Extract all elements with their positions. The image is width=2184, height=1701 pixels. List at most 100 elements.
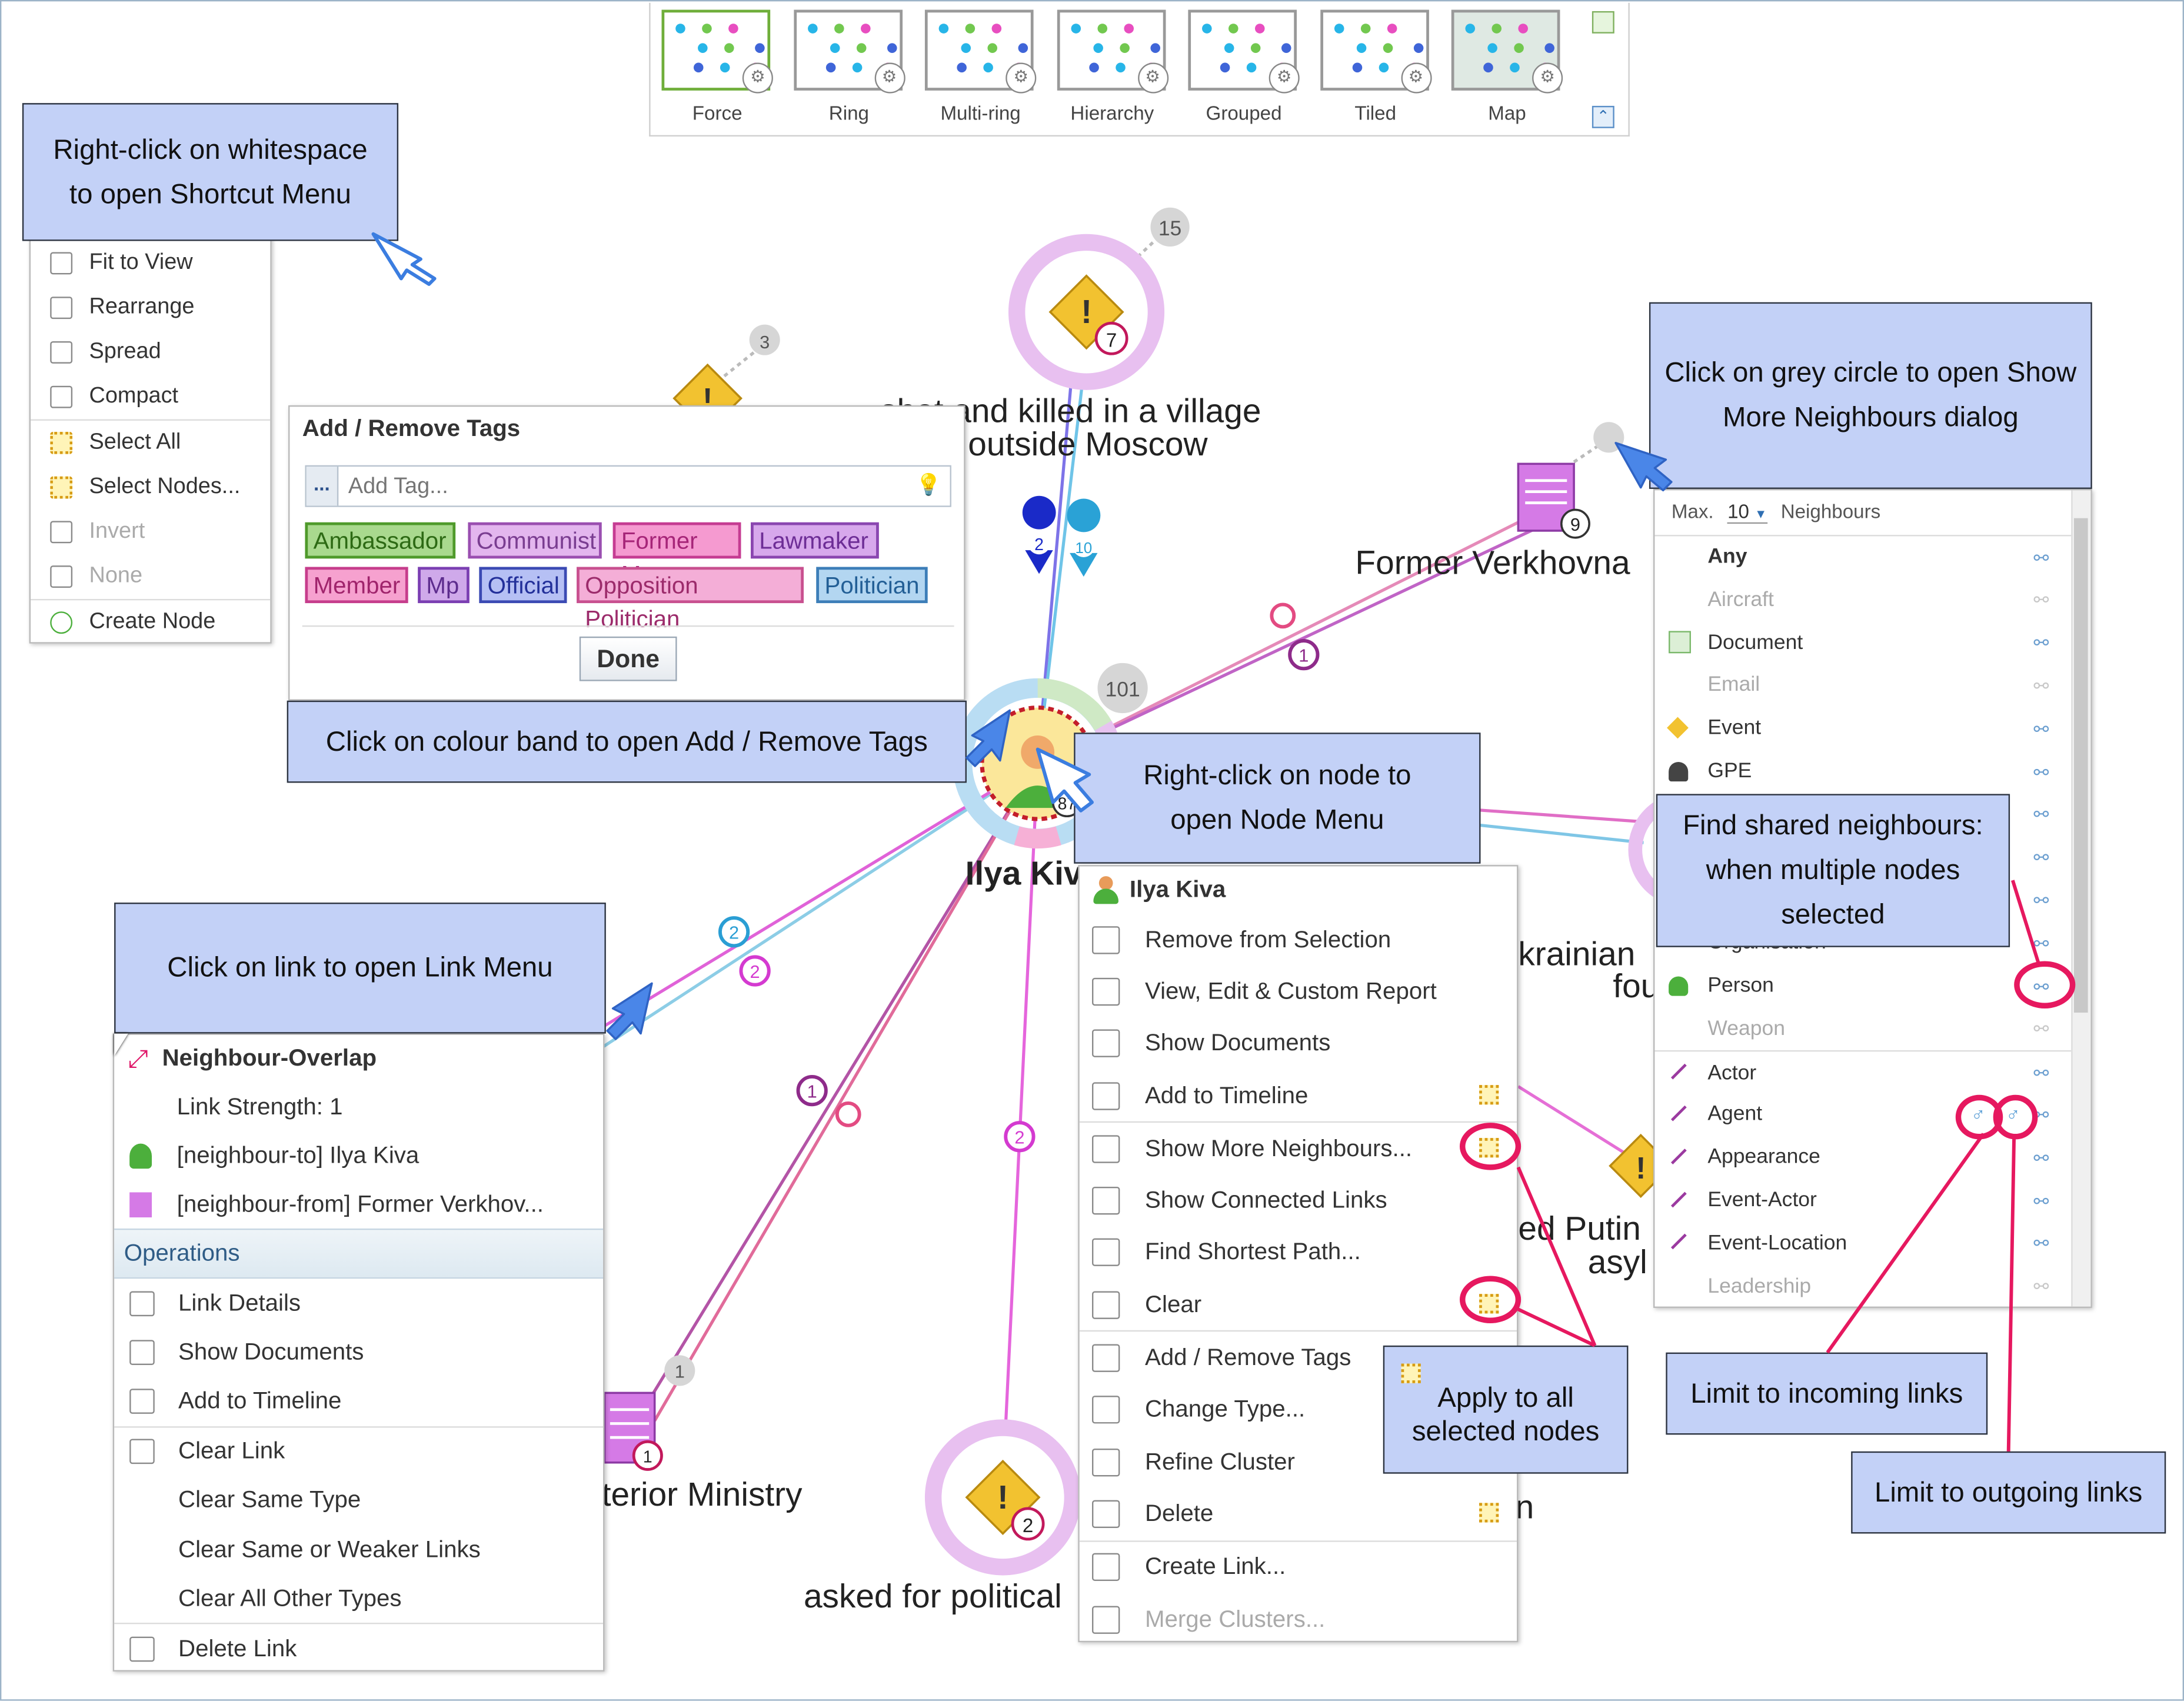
node-menu-item-view-edit-custom-report[interactable]: View, Edit & Custom Report xyxy=(1080,966,1517,1017)
shortcut-item-spread[interactable]: Spread xyxy=(31,330,270,375)
graph-link[interactable] xyxy=(653,762,1039,1422)
link-marker[interactable] xyxy=(718,916,750,948)
layout-option-force[interactable]: ⚙Force xyxy=(661,9,773,124)
add-tag-input[interactable] xyxy=(345,471,908,504)
show-more-neighbours-circle[interactable] xyxy=(749,324,780,355)
shortcut-item-rearrange[interactable]: Rearrange xyxy=(31,285,270,330)
link-menu-item-clear-all-other-types[interactable]: Clear All Other Types xyxy=(114,1574,603,1623)
event-node-top[interactable]: ! 7 xyxy=(1008,234,1165,390)
graph-link[interactable] xyxy=(1517,1085,1631,1158)
tag-chip[interactable]: Communist xyxy=(468,522,602,559)
neighbour-type-row[interactable]: GPE⚯ xyxy=(1654,750,2075,793)
settings-gear-icon[interactable]: ⚙ xyxy=(1006,62,1037,94)
node-menu-item-show-documents[interactable]: Show Documents xyxy=(1080,1018,1517,1070)
link-menu-item-clear-link[interactable]: Clear Link xyxy=(114,1426,604,1476)
neighbour-type-row[interactable]: Appearance⚯ xyxy=(1654,1136,2075,1179)
node-menu-item-show-more-neighbours[interactable]: Show More Neighbours... xyxy=(1079,1121,1517,1175)
settings-gear-icon[interactable]: ⚙ xyxy=(1400,62,1431,94)
graph-link[interactable] xyxy=(639,762,1039,1415)
link-menu-item-show-documents[interactable]: Show Documents xyxy=(114,1328,603,1377)
settings-gear-icon[interactable]: ⚙ xyxy=(1532,62,1563,94)
node-menu-item-clear[interactable]: Clear xyxy=(1080,1279,1517,1330)
max-select[interactable]: 10 ▼ xyxy=(1727,500,1767,524)
tag-chip[interactable]: Ambassador xyxy=(305,522,456,559)
graph-link[interactable] xyxy=(584,762,1039,1039)
neighbour-type-row[interactable]: ⚯ xyxy=(1654,835,2075,878)
neighbour-expand-icon[interactable]: ⚯ xyxy=(2033,761,2049,783)
tag-chip[interactable]: Member xyxy=(305,567,408,604)
layout-option-grouped[interactable]: ⚙Grouped xyxy=(1188,9,1300,124)
neighbour-expand-icon[interactable]: ⚯ xyxy=(2033,547,2049,568)
tag-chip[interactable]: Former Mp xyxy=(612,522,741,588)
neighbour-type-row[interactable]: Any⚯ xyxy=(1654,535,2075,578)
node-menu-item-find-shortest-path[interactable]: Find Shortest Path... xyxy=(1080,1227,1517,1279)
neighbour-expand-icon[interactable]: ⚯ xyxy=(2033,847,2049,868)
graph-link[interactable] xyxy=(723,347,760,378)
link-menu-item-clear-same-or-weaker-links[interactable]: Clear Same or Weaker Links xyxy=(114,1525,603,1574)
link-menu-item-add-to-timeline[interactable]: Add to Timeline xyxy=(114,1377,603,1426)
neighbour-type-row[interactable]: Event-Location⚯ xyxy=(1654,1221,2075,1264)
event-node-bottom[interactable]: ! 2 xyxy=(924,1419,1081,1576)
apply-to-all-selected-icon[interactable] xyxy=(1479,1503,1499,1523)
neighbour-type-row[interactable]: Person⚯ xyxy=(1654,964,2075,1007)
building-node-ministry[interactable]: 1 xyxy=(603,1392,663,1471)
show-more-neighbours-circle[interactable] xyxy=(664,1355,695,1386)
neighbour-type-row[interactable]: Document⚯ xyxy=(1654,621,2075,664)
link-marker[interactable] xyxy=(1004,1121,1036,1153)
neighbour-expand-icon[interactable]: ⚯ xyxy=(2033,1018,2049,1040)
scrollbar-thumb[interactable] xyxy=(2073,518,2088,1013)
link-marker[interactable] xyxy=(1288,639,1320,671)
neighbour-type-row[interactable]: Event⚯ xyxy=(1654,707,2075,750)
neighbour-expand-icon[interactable]: ⚯ xyxy=(2033,718,2049,740)
graph-link[interactable] xyxy=(1037,521,1550,765)
link-pin[interactable]: 2 xyxy=(1022,495,1056,574)
node-menu-item-add-remove-tags[interactable]: Add / Remove Tags xyxy=(1079,1330,1517,1384)
layout-option-tiled[interactable]: ⚙Tiled xyxy=(1320,9,1431,124)
link-marker[interactable] xyxy=(739,955,771,987)
neighbour-expand-icon[interactable]: ⚯ xyxy=(2033,675,2049,697)
link-marker[interactable] xyxy=(1270,602,1296,629)
pin-icon[interactable] xyxy=(1592,11,1614,34)
node-menu-item-change-type[interactable]: Change Type... xyxy=(1080,1384,1517,1436)
layout-option-map[interactable]: ⚙Map xyxy=(1451,9,1563,124)
neighbour-expand-icon[interactable]: ⚯ xyxy=(2033,590,2049,611)
collapse-toolbar-icon[interactable]: ⌃ xyxy=(1592,105,1614,128)
link-marker[interactable] xyxy=(796,1075,828,1107)
node-menu-item-delete[interactable]: Delete xyxy=(1080,1488,1517,1540)
show-more-neighbours-circle[interactable] xyxy=(1097,663,1148,714)
neighbour-expand-icon[interactable]: ⚯ xyxy=(2033,890,2049,911)
neighbour-type-row[interactable]: ⚯ xyxy=(1654,793,2075,835)
shortcut-item-select-nodes[interactable]: Select Nodes... xyxy=(31,465,270,510)
done-button[interactable]: Done xyxy=(579,636,677,681)
apply-to-all-selected-icon[interactable] xyxy=(1479,1084,1499,1105)
layout-option-hierarchy[interactable]: ⚙Hierarchy xyxy=(1056,9,1168,124)
tag-chip[interactable]: Politician xyxy=(816,567,928,604)
shortcut-item-fit-to-view[interactable]: Fit to View xyxy=(31,241,270,286)
graph-link[interactable] xyxy=(584,762,1039,1060)
layout-option-multi-ring[interactable]: ⚙Multi-ring xyxy=(924,9,1037,124)
node-menu-item-refine-cluster[interactable]: Refine Cluster xyxy=(1080,1436,1517,1488)
neighbour-expand-icon[interactable]: ⚯ xyxy=(2033,804,2049,825)
show-more-neighbours-circle[interactable] xyxy=(1593,422,1624,453)
layout-option-ring[interactable]: ⚙Ring xyxy=(793,9,905,124)
tag-chip[interactable]: Lawmaker xyxy=(751,522,879,559)
neighbour-expand-icon[interactable]: ⚯ xyxy=(2033,1147,2049,1169)
settings-gear-icon[interactable]: ⚙ xyxy=(874,62,905,94)
neighbour-type-row[interactable]: Actor⚯ xyxy=(1654,1050,2076,1094)
tag-chip[interactable]: Official xyxy=(479,567,567,604)
neighbour-expand-icon[interactable]: ⚯ xyxy=(2033,1063,2049,1084)
link-menu-item-link-details[interactable]: Link Details xyxy=(114,1279,603,1327)
tag-chip[interactable]: Mp xyxy=(418,567,470,604)
building-node-former[interactable]: 9 xyxy=(1517,462,1590,539)
settings-gear-icon[interactable]: ⚙ xyxy=(742,62,773,94)
graph-link[interactable] xyxy=(1037,514,1533,765)
node-menu-item-remove-from-selection[interactable]: Remove from Selection xyxy=(1080,914,1517,966)
neighbour-expand-icon[interactable]: ⚯ xyxy=(2033,632,2049,654)
more-tags-button[interactable]: ... xyxy=(306,467,339,506)
settings-gear-icon[interactable]: ⚙ xyxy=(1269,62,1300,94)
neighbour-expand-icon[interactable]: ⚯ xyxy=(2033,1276,2049,1297)
shortcut-item-select-all[interactable]: Select All xyxy=(31,419,271,465)
node-menu-item-show-connected-links[interactable]: Show Connected Links xyxy=(1080,1175,1517,1227)
tag-chip[interactable]: Opposition Politician xyxy=(577,567,804,633)
link-menu-item-delete-link[interactable]: Delete Link xyxy=(114,1623,604,1674)
